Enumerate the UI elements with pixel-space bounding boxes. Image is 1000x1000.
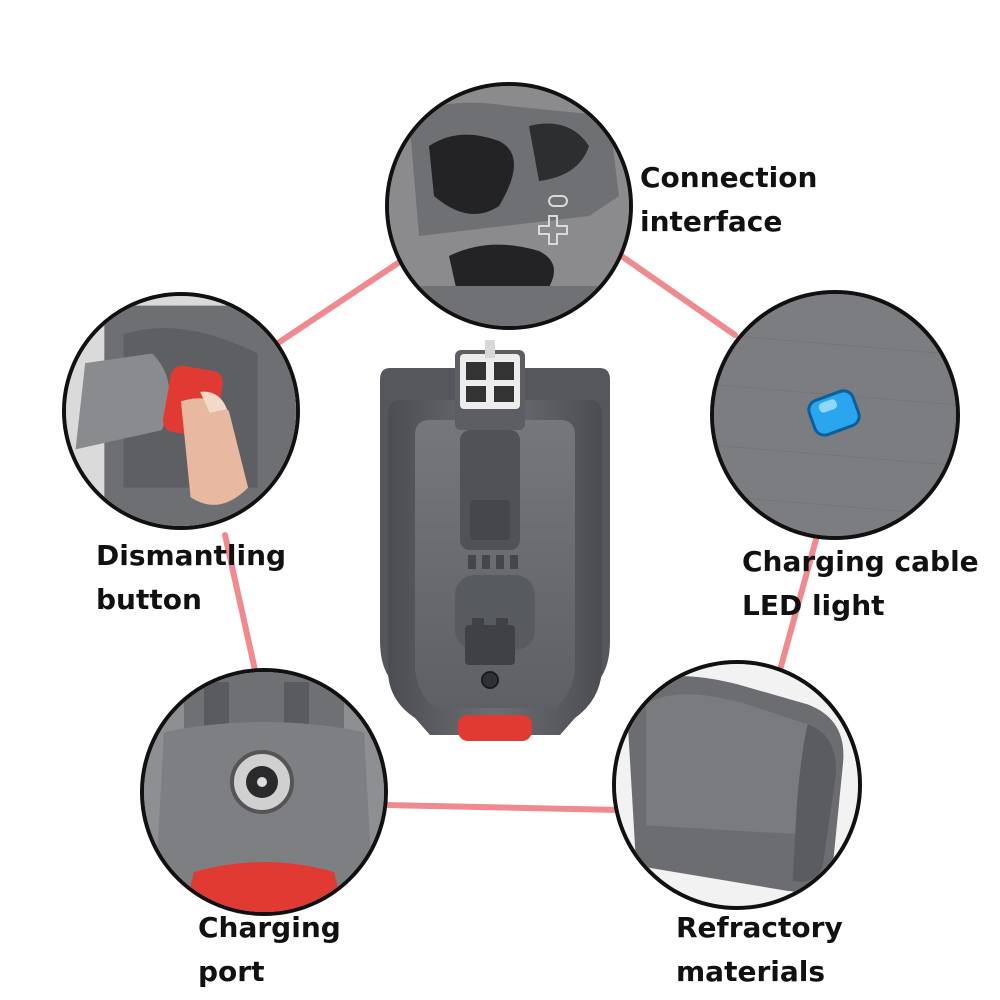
- connector-right: [777, 522, 823, 673]
- led-light-closeup: [714, 294, 956, 536]
- label-line: interface: [640, 205, 783, 238]
- label-charging-cable-led: Charging cable LED light: [742, 540, 979, 628]
- callout-refractory-materials: [612, 660, 862, 910]
- charging-port-closeup: [144, 672, 384, 912]
- label-line: Dismantling: [96, 539, 287, 572]
- label-line: Connection: [640, 161, 818, 194]
- label-line: Charging cable: [742, 545, 979, 578]
- battery-product-image: [360, 340, 630, 750]
- label-refractory-materials: Refractory materials: [676, 906, 843, 994]
- led-icon: [807, 389, 861, 437]
- label-line: port: [198, 955, 265, 988]
- callout-dismantling-button: [62, 292, 300, 530]
- connector-top-left: [272, 252, 413, 348]
- label-line: Refractory: [676, 911, 843, 944]
- label-line: LED light: [742, 589, 885, 622]
- callout-charging-port: [140, 668, 388, 916]
- callout-charging-cable-led: [710, 290, 960, 540]
- connector-bottom: [382, 802, 623, 813]
- label-line: button: [96, 583, 202, 616]
- label-line: Charging: [198, 911, 341, 944]
- connector-top-right: [617, 252, 738, 338]
- label-dismantling-button: Dismantling button: [96, 534, 286, 622]
- connection-interface-closeup: [389, 86, 629, 326]
- label-charging-port: Charging port: [198, 906, 341, 994]
- dismantling-button-closeup: [66, 296, 296, 526]
- label-line: materials: [676, 955, 826, 988]
- refractory-materials-closeup: [616, 664, 858, 906]
- callout-connection-interface: [385, 82, 633, 330]
- connector-left: [222, 532, 258, 673]
- label-connection-interface: Connection interface: [640, 156, 817, 244]
